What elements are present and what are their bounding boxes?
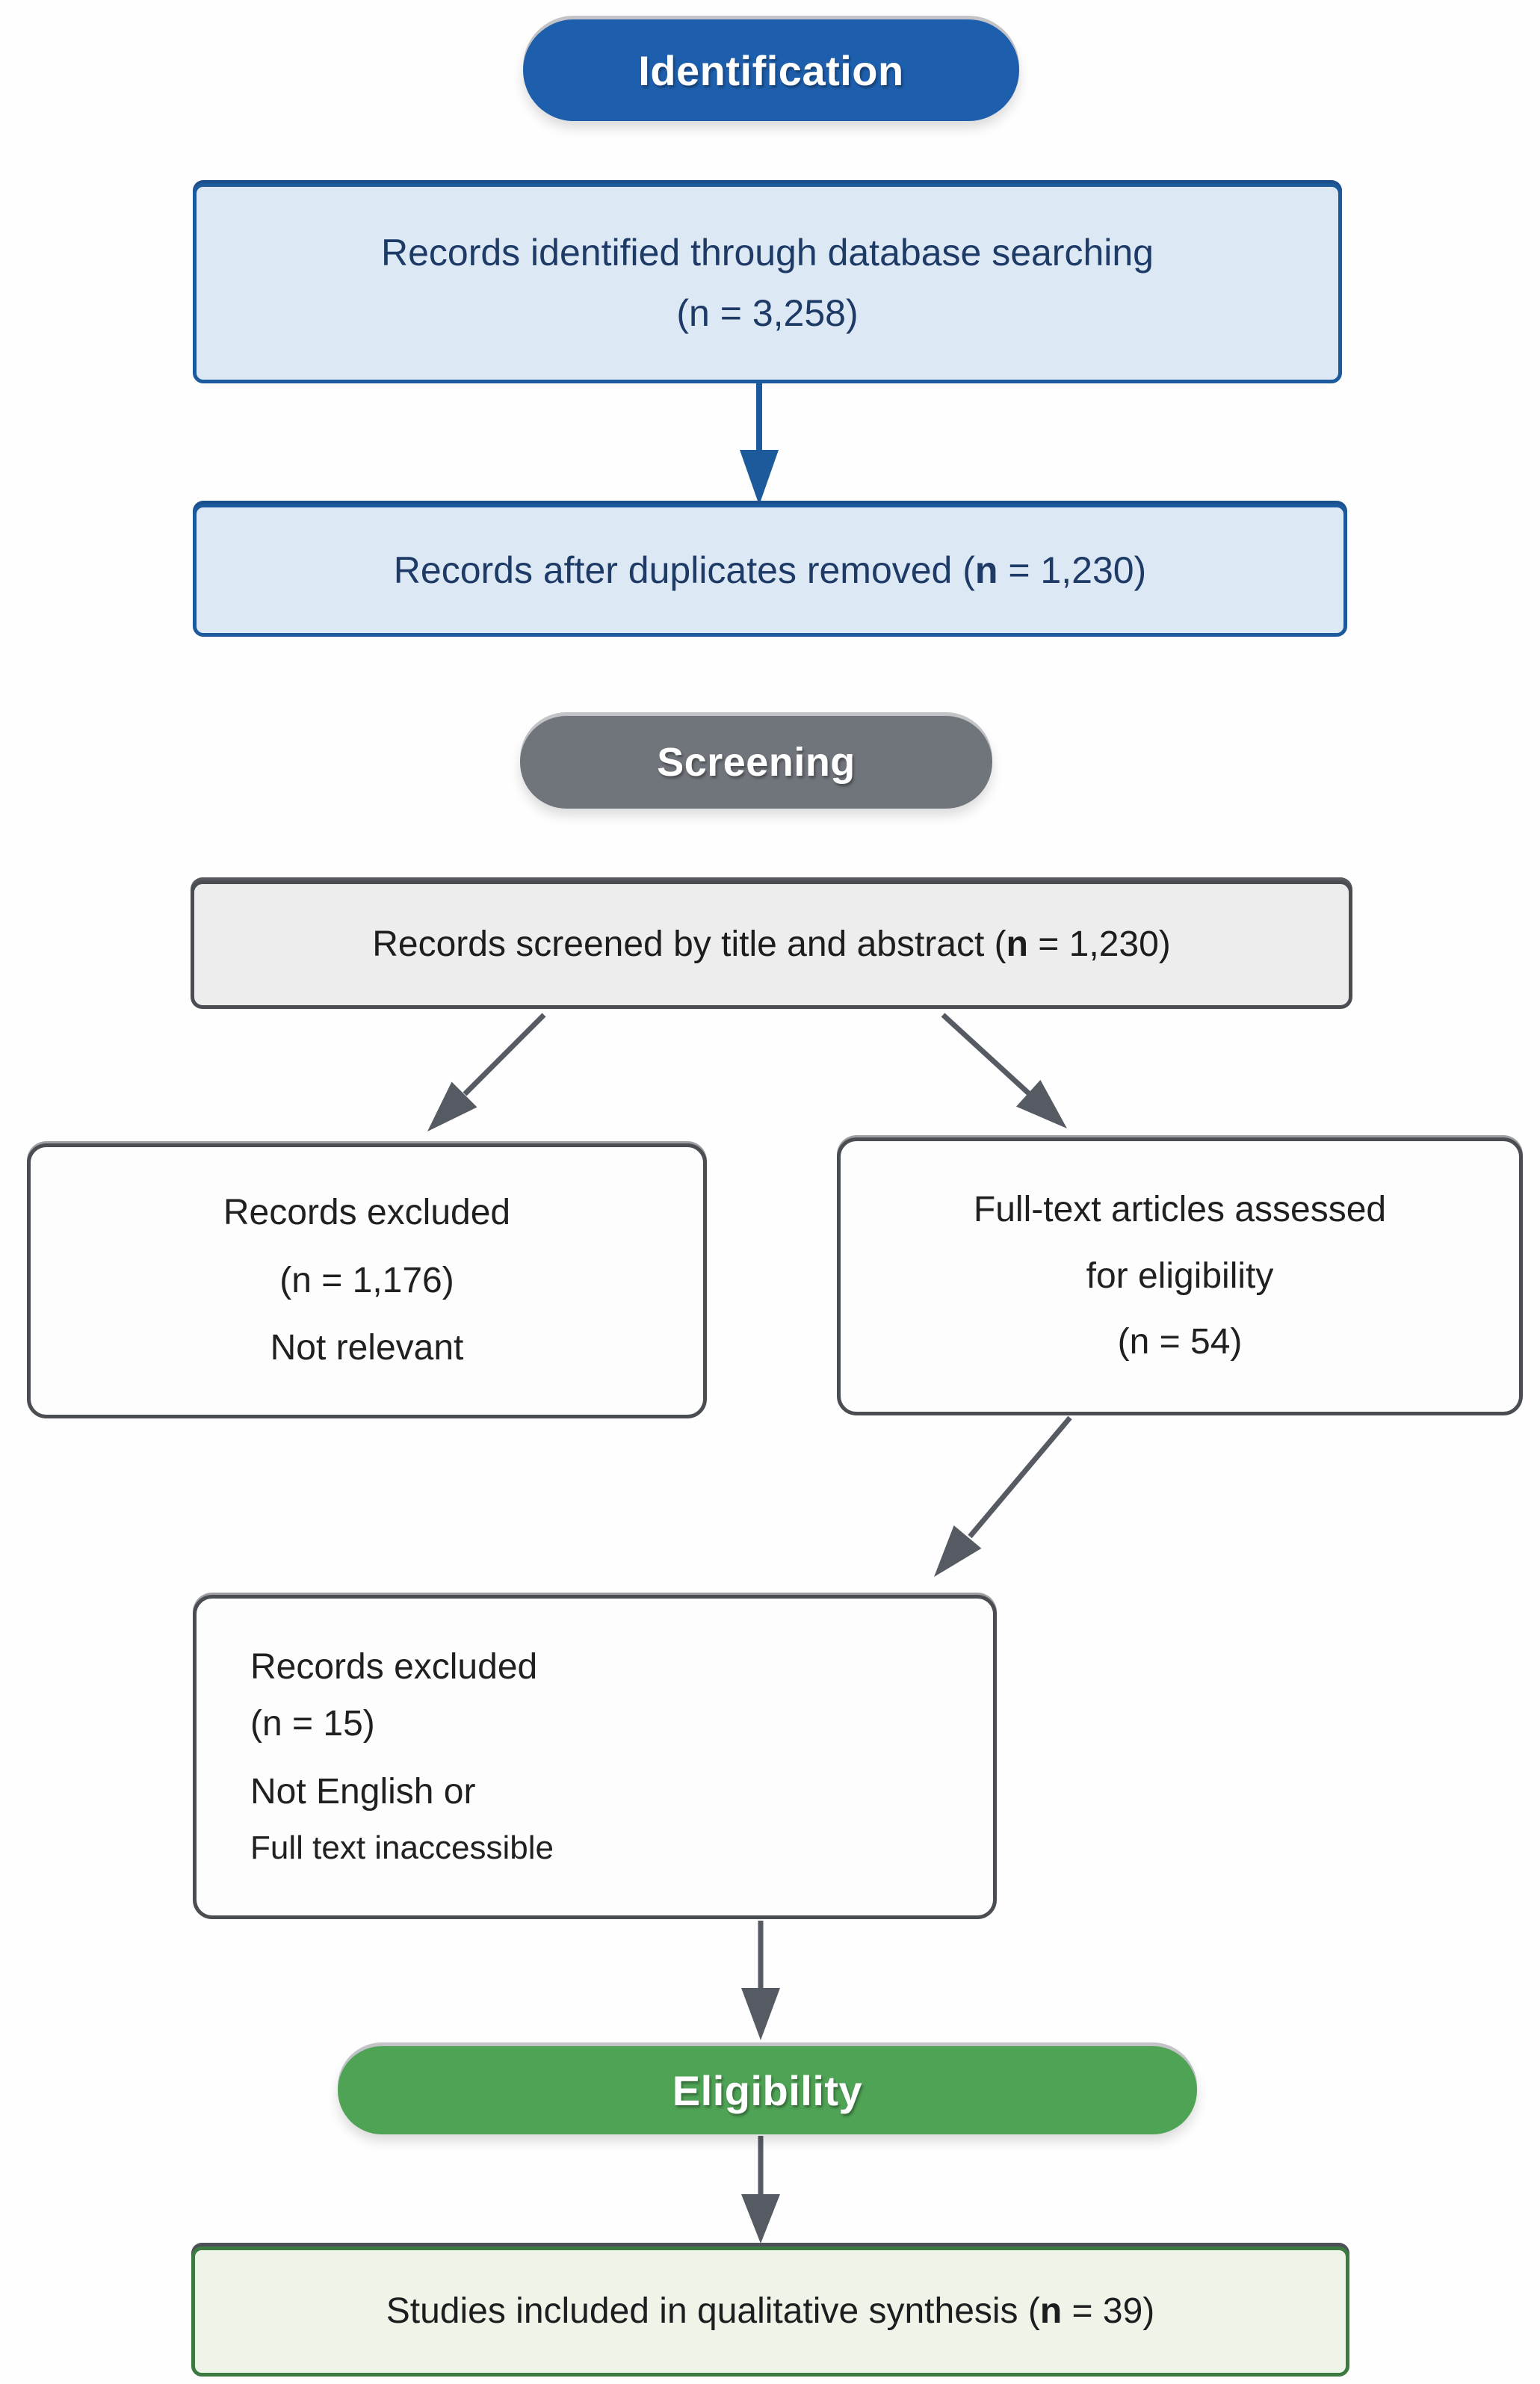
identification-stage-badge: Identification — [523, 19, 1019, 121]
identification-stage-label: Identification — [638, 46, 904, 94]
eligibility-stage-label: Eligibility — [672, 2066, 863, 2114]
records-identified-box: Records identified through database sear… — [193, 183, 1342, 383]
excluded-fulltext-text: Records excluded — [250, 1646, 538, 1687]
arrow-excluded-to-eligibility — [741, 1921, 780, 2040]
excluded-fulltext-reason-1: Not English or — [250, 1772, 476, 1812]
excluded-fulltext-reason-2: Full text inaccessible — [250, 1829, 554, 1866]
records-screened-text: Records screened by title and abstract (… — [372, 924, 1171, 964]
screening-stage-badge: Screening — [520, 716, 992, 809]
arrow-screened-to-fulltext — [941, 1013, 1067, 1128]
fulltext-assessed-box: Full-text articles assessed for eligibil… — [837, 1137, 1523, 1415]
arrow-fulltext-to-excluded — [934, 1415, 1072, 1577]
records-identified-text: Records identified through database sear… — [380, 232, 1154, 274]
excluded-screening-count: (n = 1,176) — [279, 1260, 454, 1300]
records-excluded-screening-box: Records excluded (n = 1,176) Not relevan… — [27, 1143, 707, 1418]
fulltext-assessed-text-1: Full-text articles assessed — [973, 1189, 1387, 1229]
excluded-screening-text: Records excluded — [223, 1192, 511, 1232]
screening-stage-label: Screening — [657, 740, 856, 785]
fulltext-assessed-text-2: for eligibility — [1086, 1256, 1274, 1296]
arrow-screened-to-excluded — [427, 1013, 546, 1131]
duplicates-removed-box: Records after duplicates removed (n = 1,… — [193, 504, 1347, 637]
arrow-eligibility-to-included — [741, 2136, 780, 2244]
records-screened-box: Records screened by title and abstract (… — [191, 880, 1352, 1009]
eligibility-stage-badge: Eligibility — [338, 2046, 1197, 2134]
arrow-identified-to-duplicates — [740, 378, 779, 505]
studies-included-text: Studies included in qualitative synthesi… — [386, 2291, 1155, 2331]
excluded-screening-reason: Not relevant — [270, 1328, 464, 1368]
records-excluded-fulltext-box: Records excluded (n = 15) Not English or… — [193, 1595, 997, 1919]
duplicates-removed-text: Records after duplicates removed (n = 1,… — [393, 549, 1147, 591]
fulltext-assessed-count: (n = 54) — [1117, 1322, 1243, 1362]
records-identified-count: (n = 3,258) — [676, 292, 859, 334]
studies-included-box: Studies included in qualitative synthesi… — [191, 2246, 1349, 2377]
excluded-fulltext-count: (n = 15) — [250, 1704, 375, 1744]
